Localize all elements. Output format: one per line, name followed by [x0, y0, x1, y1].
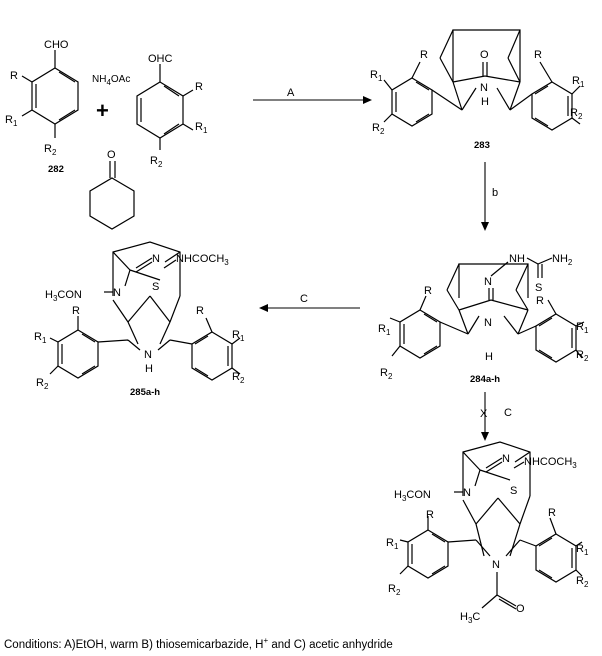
r2-label: R2 [372, 122, 385, 136]
ring-h-label: H [485, 351, 493, 363]
r-label: R [72, 305, 80, 317]
arrow-step-b: b [481, 162, 498, 231]
r-label: R [534, 49, 542, 61]
r-label: R [10, 70, 18, 82]
ring-h-label: H [145, 363, 153, 375]
r1-label: R1 [576, 543, 589, 557]
thio-nh-label: NH [509, 253, 525, 265]
blocked-x-label: X [480, 408, 488, 420]
thiadiazole-n-label: N [502, 453, 510, 465]
r-label: R [196, 305, 204, 317]
compound-n-acetyl: N N S NHCOCH3 H3CON N O H3C R [386, 441, 589, 625]
r1-label: R1 [386, 537, 399, 551]
h3con-label: H3CON [394, 489, 431, 503]
plus-sign: + [96, 98, 109, 123]
r-label: R [426, 509, 434, 521]
ammonium-acetate-label: NH4OAc [92, 74, 130, 87]
thio-s-label: S [535, 282, 542, 294]
thiadiazole-n-label: N [152, 253, 160, 265]
r2-label: R2 [232, 371, 245, 385]
cho-label: CHO [44, 39, 69, 51]
reactant-benzaldehyde-2: OHC R R1 R2 [136, 53, 208, 169]
compound-283: O N H R R1 R2 R R1 R2 283 [370, 29, 585, 151]
amine-n-label: N [480, 82, 488, 94]
r-label: R [548, 507, 556, 519]
thiadiazole-s-label: S [510, 485, 517, 497]
ring-n-label: N [492, 559, 500, 571]
r-label: R [420, 49, 428, 61]
h3c-label: H3C [460, 611, 480, 625]
r2-label: R2 [388, 583, 401, 597]
r2-label: R2 [576, 349, 589, 363]
compound-number-284: 284a-h [470, 374, 500, 385]
compound-number-282: 282 [48, 164, 64, 175]
r1-label: R1 [378, 323, 391, 337]
arrow-step-c-left: C [259, 293, 360, 312]
arrow-step-c-blocked: X C [480, 392, 512, 441]
r1-label: R1 [576, 321, 589, 335]
cyclohexanone: O [89, 149, 135, 230]
hydrazone-n-label: N [484, 276, 492, 288]
nhcoch3-label: NHCOCH3 [176, 253, 229, 267]
r1-label: R1 [232, 329, 245, 343]
r1-label: R1 [34, 331, 47, 345]
r2-label: R2 [576, 575, 589, 589]
r1-label: R1 [195, 121, 208, 135]
conditions-caption: Conditions: A)EtOH, warm B) thiosemicarb… [4, 636, 393, 651]
r2-label: R2 [380, 367, 393, 381]
compound-number-283: 283 [474, 140, 490, 151]
step-c-label: C [300, 293, 308, 305]
nhcoch3-label: NHCOCH3 [524, 456, 577, 470]
r2-label: R2 [150, 155, 163, 169]
h3con-label: H3CON [45, 289, 82, 303]
arrow-step-a: A [253, 87, 372, 104]
thiadiazole-s-label: S [152, 281, 159, 293]
ring-n-label: N [144, 349, 152, 361]
r2-label: R2 [570, 107, 583, 121]
ohc-label: OHC [148, 53, 173, 65]
compound-284: N NH NH2 S N H R R1 R2 [378, 253, 589, 385]
ring-n-label: N [484, 317, 492, 329]
acetyl-o-label: O [516, 603, 525, 615]
r-label: R [536, 295, 544, 307]
thiadiazole-n1-label: N [463, 487, 471, 499]
step-c-label: C [504, 407, 512, 419]
r-label: R [424, 285, 432, 297]
thio-nh2-label: NH2 [552, 253, 573, 267]
step-b-label: b [492, 187, 498, 199]
carbonyl-o-label: O [107, 149, 116, 161]
reactant-282: CHO R R1 R2 282 [5, 39, 79, 175]
r1-label: R1 [370, 69, 383, 83]
r1-label: R1 [572, 75, 585, 89]
compound-number-285: 285a-h [130, 387, 160, 398]
r2-label: R2 [36, 377, 49, 391]
r-label: R [195, 81, 203, 93]
thiadiazole-n1-label: N [113, 287, 121, 299]
ketone-o-label: O [480, 49, 489, 61]
r1-label: R1 [5, 114, 18, 128]
r2-label: R2 [44, 143, 57, 157]
compound-285: N N S NHCOCH3 H3CON N H R R1 R2 [34, 241, 245, 398]
step-a-label: A [287, 87, 295, 99]
amine-h-label: H [481, 96, 489, 108]
